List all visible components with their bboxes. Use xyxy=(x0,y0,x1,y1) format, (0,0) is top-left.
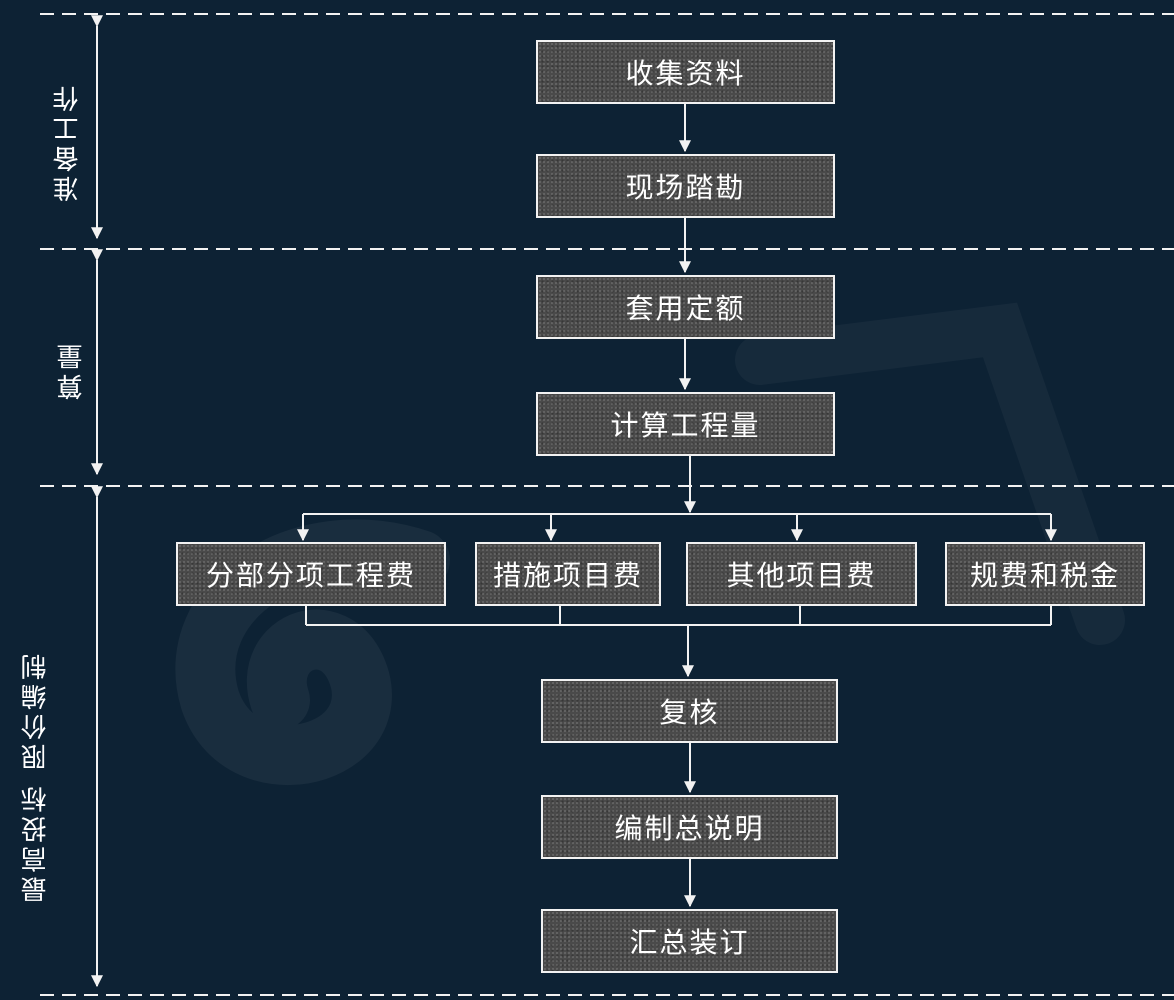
step-collect-data: 收集资料 xyxy=(536,40,835,104)
phase-label-compile-line2: 限价编制 xyxy=(21,650,51,770)
step-compile-bind: 汇总装订 xyxy=(541,909,838,973)
cost-fees-tax: 规费和税金 xyxy=(945,542,1145,606)
phase-label-calc: 算量 xyxy=(57,340,87,400)
step-calc-quantity: 计算工程量 xyxy=(536,392,835,456)
phase-label-prep: 准备工作 xyxy=(53,82,83,202)
cost-subitem-works: 分部分项工程费 xyxy=(176,542,446,606)
watermark-stroke xyxy=(735,302,1125,645)
step-site-survey: 现场踏勘 xyxy=(536,154,835,218)
cost-measures: 措施项目费 xyxy=(475,542,661,606)
cost-other-items: 其他项目费 xyxy=(686,542,917,606)
step-apply-quota: 套用定额 xyxy=(536,275,835,339)
step-review: 复核 xyxy=(541,679,838,743)
step-general-notes: 编制总说明 xyxy=(541,795,838,859)
phase-label-compile-line1: 最高投标 xyxy=(21,782,51,903)
phase-label-compile: 最高投标 限价编制 xyxy=(20,650,53,902)
